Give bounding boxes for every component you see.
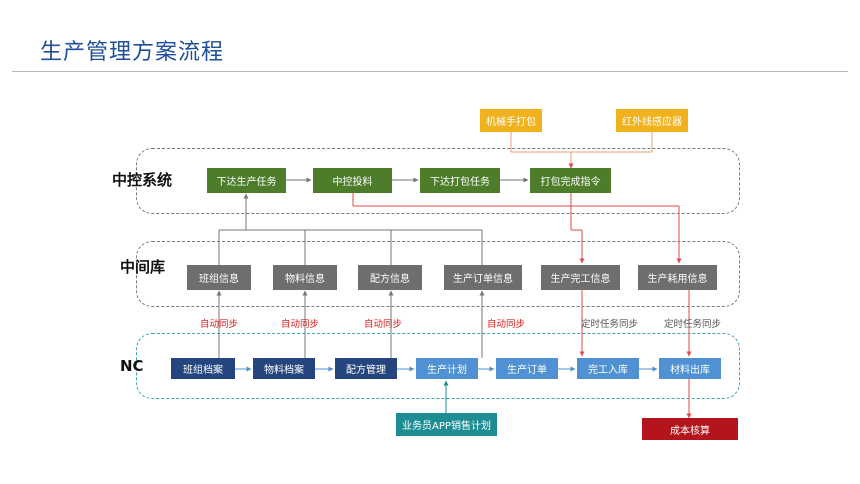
zjk-item-order-info: 生产订单信息	[444, 265, 522, 290]
zjk-item-recipe-info: 配方信息	[358, 265, 422, 290]
zjk-item-consumption-info: 生产耗用信息	[638, 265, 717, 290]
lane-label-zk: 中控系统	[112, 171, 173, 189]
zk-step-issue-production: 下达生产任务	[207, 168, 286, 193]
nc-item-team-archive: 班组档案	[171, 358, 235, 379]
page-title: 生产管理方案流程	[40, 40, 225, 65]
nc-item-completion-warehousing: 完工入库	[577, 358, 639, 379]
lane-label-nc: NC	[120, 357, 144, 375]
title-divider	[12, 71, 848, 72]
zjk-item-material-info: 物料信息	[273, 265, 337, 290]
note-auto-sync-2: 自动同步	[281, 319, 320, 330]
note-auto-sync-4: 自动同步	[487, 319, 526, 330]
nc-item-material-archive: 物料档案	[253, 358, 315, 379]
note-auto-sync-1: 自动同步	[200, 319, 239, 330]
note-timed-sync-2: 定时任务同步	[664, 319, 722, 330]
sensor-infrared: 红外线感应器	[616, 109, 688, 132]
nc-item-recipe-management: 配方管理	[335, 358, 397, 379]
zk-step-feeding: 中控投料	[313, 168, 392, 193]
zk-step-issue-packing: 下达打包任务	[420, 168, 500, 193]
note-timed-sync-1: 定时任务同步	[581, 319, 639, 330]
lane-label-zjk: 中间库	[120, 258, 166, 276]
zjk-item-team-info: 班组信息	[187, 265, 251, 290]
cost-accounting: 成本核算	[642, 418, 738, 440]
sales-plan-app: 业务员APP销售计划	[396, 413, 497, 436]
nc-item-production-order: 生产订单	[496, 358, 558, 379]
lane-nc-frame	[136, 333, 740, 399]
sensor-pack-robot: 机械手打包	[480, 109, 542, 132]
lane-zk-frame	[136, 148, 740, 214]
zk-step-packing-done: 打包完成指令	[530, 168, 611, 193]
lane-zjk-frame	[136, 241, 740, 307]
nc-item-production-plan: 生产计划	[416, 358, 478, 379]
nc-item-material-issue: 材料出库	[659, 358, 721, 379]
zjk-item-completion-info: 生产完工信息	[541, 265, 620, 290]
note-auto-sync-3: 自动同步	[364, 319, 403, 330]
